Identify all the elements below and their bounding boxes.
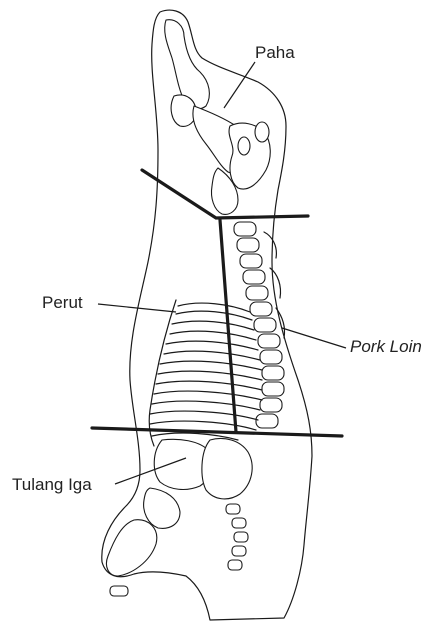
leader-paha — [224, 62, 255, 108]
cut-line-vertical — [220, 220, 236, 432]
label-tulang-iga: Tulang Iga — [12, 475, 92, 494]
spine-vertebrae — [234, 222, 285, 428]
cut-line-shoulder — [92, 428, 342, 436]
leader-pork-loin — [282, 328, 346, 348]
label-perut: Perut — [42, 293, 83, 312]
rib-cage — [149, 300, 262, 446]
label-pork-loin: Pork Loin — [350, 337, 422, 356]
shoulder-bones — [106, 439, 252, 597]
label-paha: Paha — [255, 43, 295, 62]
